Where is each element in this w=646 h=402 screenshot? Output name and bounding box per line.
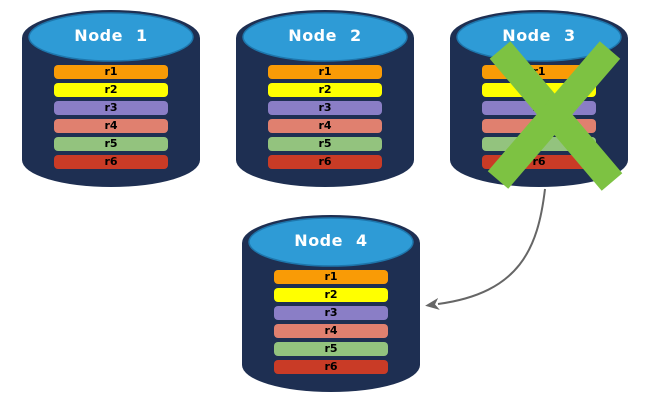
node-title: Node 3: [502, 26, 576, 45]
node-1: Node 1 r1 r2 r3 r4 r5 r6: [22, 10, 200, 188]
replica-label: r4: [104, 119, 118, 132]
x-stroke: [487, 41, 621, 189]
replica-bar-r3: r3: [274, 306, 388, 320]
replica-label: r5: [324, 342, 338, 355]
replica-stack: r1 r2 r3 r4 r5 r6: [274, 270, 388, 378]
replica-label: r4: [324, 324, 338, 337]
replica-bar-r2: r2: [54, 83, 168, 97]
replica-label: r5: [104, 137, 118, 150]
replica-label: r4: [318, 119, 332, 132]
node-title: Node 1: [74, 26, 148, 45]
replica-bar-r1: r1: [54, 65, 168, 79]
replica-label: r2: [324, 288, 338, 301]
replica-bar-r5: r5: [274, 342, 388, 356]
replica-bar-r1: r1: [274, 270, 388, 284]
replica-label: r6: [104, 155, 118, 168]
replica-label: r5: [318, 137, 332, 150]
replica-bar-r3: r3: [54, 101, 168, 115]
replica-label: r6: [318, 155, 332, 168]
replica-bar-r1: r1: [268, 65, 382, 79]
replica-label: r1: [324, 270, 338, 283]
node-4: Node 4 r1 r2 r3 r4 r5 r6: [242, 215, 420, 393]
replica-bar-r4: r4: [54, 119, 168, 133]
replica-bar-r3: r3: [268, 101, 382, 115]
replica-label: r2: [104, 83, 118, 96]
replica-bar-r6: r6: [268, 155, 382, 169]
node-2: Node 2 r1 r2 r3 r4 r5 r6: [236, 10, 414, 188]
cylinder-top: [242, 12, 408, 62]
failure-x-icon: [487, 41, 623, 191]
cylinder-top: [28, 12, 194, 62]
cylinder-top: [456, 12, 622, 62]
replica-label: r6: [324, 360, 338, 373]
replica-bar-r2: r2: [274, 288, 388, 302]
replica-label: r6: [532, 155, 546, 168]
replica-bar-r5: r5: [268, 137, 382, 151]
node-title: Node 4: [294, 231, 368, 250]
replica-label: r3: [324, 306, 338, 319]
replica-bar-r2: r2: [268, 83, 382, 97]
arrow-curve: [425, 188, 546, 310]
replica-stack: r1 r2 r3 r4 r5 r6: [54, 65, 168, 173]
replica-label: r2: [318, 83, 332, 96]
replica-bar-r5: r5: [54, 137, 168, 151]
replica-label: r3: [318, 101, 332, 114]
replica-label: r1: [318, 65, 332, 78]
cylinder-top: [248, 217, 414, 267]
node-3-failed: Node 3 r1 r2 r3 r4 r5 r6: [450, 10, 628, 191]
replica-bar-r6: r6: [54, 155, 168, 169]
node-title: Node 2: [288, 26, 362, 45]
replica-bar-r6: r6: [274, 360, 388, 374]
replica-bar-r4: r4: [274, 324, 388, 338]
replica-label: r1: [104, 65, 118, 78]
replica-bar-r4: r4: [268, 119, 382, 133]
replica-label: r3: [104, 101, 118, 114]
replica-stack: r1 r2 r3 r4 r5 r6: [268, 65, 382, 173]
